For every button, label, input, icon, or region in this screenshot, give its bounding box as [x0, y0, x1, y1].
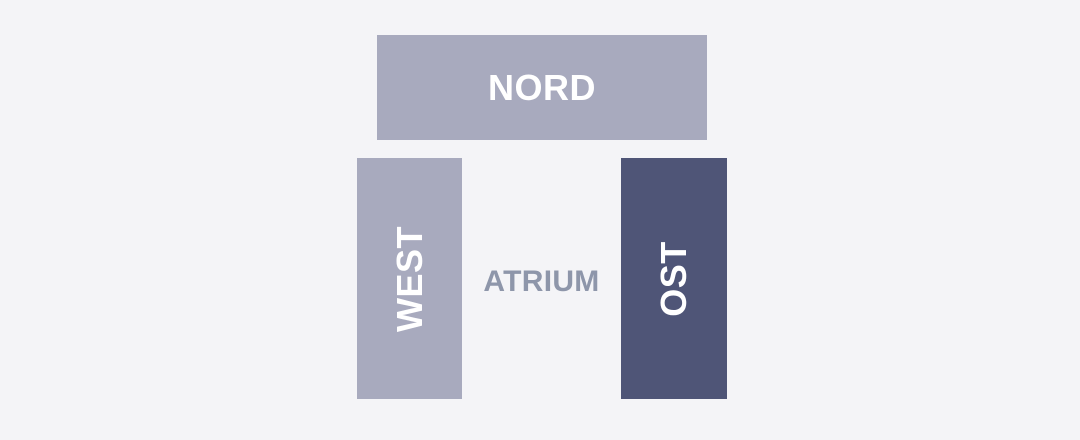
wing-ost-block: OST [621, 158, 727, 399]
wing-nord-label: NORD [488, 66, 596, 108]
atrium-label: ATRIUM [483, 265, 600, 298]
wing-ost-label: OST [652, 240, 694, 317]
wing-west-block: WEST [357, 158, 462, 399]
wing-west-label: WEST [388, 225, 430, 332]
wing-nord-block: NORD [377, 35, 707, 140]
